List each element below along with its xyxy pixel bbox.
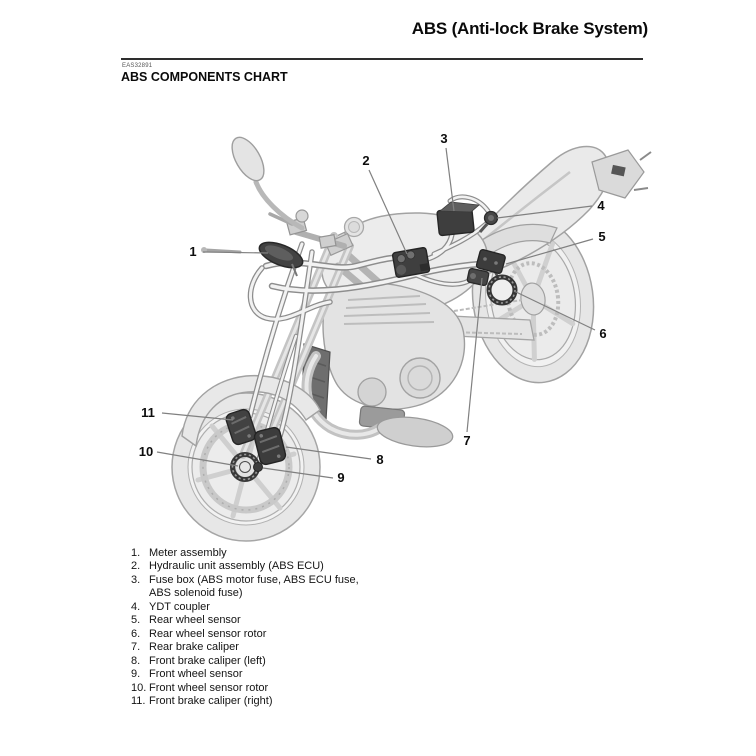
leader-line-2 (368, 169, 408, 255)
legend-item-number: 9. (131, 668, 141, 681)
leader-line-9 (262, 467, 334, 479)
legend-item: 1. Meter assembly (131, 547, 441, 560)
legend-item-number: 2. (131, 560, 141, 573)
legend-item-text: Hydraulic unit assembly (ABS ECU) (149, 560, 324, 573)
callout-number-8: 8 (376, 452, 383, 467)
legend-item-text: Rear wheel sensor (149, 614, 241, 627)
leader-line-10 (156, 451, 239, 467)
leader-lines (156, 147, 596, 479)
callout-number-6: 6 (599, 326, 606, 341)
leader-line-7 (466, 277, 483, 433)
legend-item-text: Rear brake caliper (149, 641, 239, 654)
section-code: EAS32891 (122, 63, 153, 69)
callout-number-5: 5 (598, 229, 605, 244)
leader-line-4 (496, 205, 593, 219)
legend-item: 2. Hydraulic unit assembly (ABS ECU) (131, 560, 441, 573)
legend-item: 4. YDT coupler (131, 601, 441, 614)
legend-item-number: 3. (131, 573, 141, 586)
callout-number-11: 11 (141, 405, 155, 420)
callout-number-7: 7 (463, 433, 470, 448)
callout-number-3: 3 (440, 131, 447, 146)
legend-item-text: Fuse box (ABS motor fuse, ABS ECU fuse, … (149, 573, 359, 600)
leader-line-8 (285, 446, 372, 460)
front-brake-caliper-right (225, 408, 257, 446)
callout-number-10: 10 (139, 444, 153, 459)
leader-line-5 (505, 238, 594, 265)
section-title: ABS COMPONENTS CHART (121, 70, 288, 84)
legend-item-number: 1. (131, 547, 141, 559)
engine (322, 282, 466, 431)
header-divider (121, 58, 643, 60)
leader-line-3 (445, 147, 455, 212)
fuse-box (436, 201, 480, 237)
legend-item-text: Front wheel sensor rotor (149, 681, 269, 694)
legend-item-number: 4. (131, 600, 141, 613)
leader-line-1 (202, 251, 269, 254)
legend-item: 11.Front brake caliper (right) (131, 695, 441, 708)
mirror (231, 136, 305, 231)
legend-item-number: 7. (131, 641, 141, 654)
front-brake-caliper-left (253, 426, 287, 466)
legend-item-text: Front wheel sensor (149, 668, 243, 681)
legend-item: 9. Front wheel sensor (131, 668, 441, 681)
legend-item: 8. Front brake caliper (left) (131, 655, 441, 668)
leader-line-6 (513, 290, 596, 331)
meter-assembly (258, 241, 304, 277)
callout-number-2: 2 (362, 153, 369, 168)
exhaust (301, 351, 454, 448)
hydraulic-unit-assembly (391, 247, 431, 278)
page-title: ABS (Anti-lock Brake System) (411, 19, 648, 38)
legend-item: 3. Fuse box (ABS motor fuse, ABS ECU fuse… (131, 574, 441, 601)
ydt-coupler (478, 210, 499, 233)
legend-item-number: 5. (131, 614, 141, 627)
legend-item-text: Rear wheel sensor rotor (149, 627, 267, 640)
rear-wheel-sensor-rotor (486, 274, 518, 306)
legend-item-number: 6. (131, 627, 141, 640)
legend-item-text: Front brake caliper (left) (149, 654, 266, 667)
legend-item-number: 11. (131, 694, 146, 707)
legend-item-number: 10. (131, 681, 147, 694)
legend-item: 10.Front wheel sensor rotor (131, 682, 441, 695)
legend-item-text: Front brake caliper (right) (149, 694, 273, 707)
legend-item: 7. Rear brake caliper (131, 641, 441, 654)
legend-item: 5. Rear wheel sensor (131, 614, 441, 627)
callouts: 1 2 3 4 5 6 7 8 9 10 11 (139, 131, 607, 485)
rear-brake-caliper (466, 267, 490, 287)
tail-bracket (591, 149, 652, 199)
legend-item-number: 8. (131, 654, 141, 667)
legend-item-text: Meter assembly (149, 547, 227, 559)
front-fender (181, 374, 321, 448)
components-legend: 1. Meter assembly 2. Hydraulic unit assemb… (131, 547, 441, 708)
callout-number-4: 4 (597, 198, 605, 213)
handlebar (201, 209, 347, 254)
legend-item-text: YDT coupler (149, 600, 210, 613)
motorcycle-illustration (171, 136, 652, 542)
legend-item: 6. Rear wheel sensor rotor (131, 628, 441, 641)
callout-number-9: 9 (337, 470, 344, 485)
front-fork (239, 232, 354, 466)
callout-number-1: 1 (189, 244, 196, 259)
leader-line-11 (161, 412, 234, 421)
